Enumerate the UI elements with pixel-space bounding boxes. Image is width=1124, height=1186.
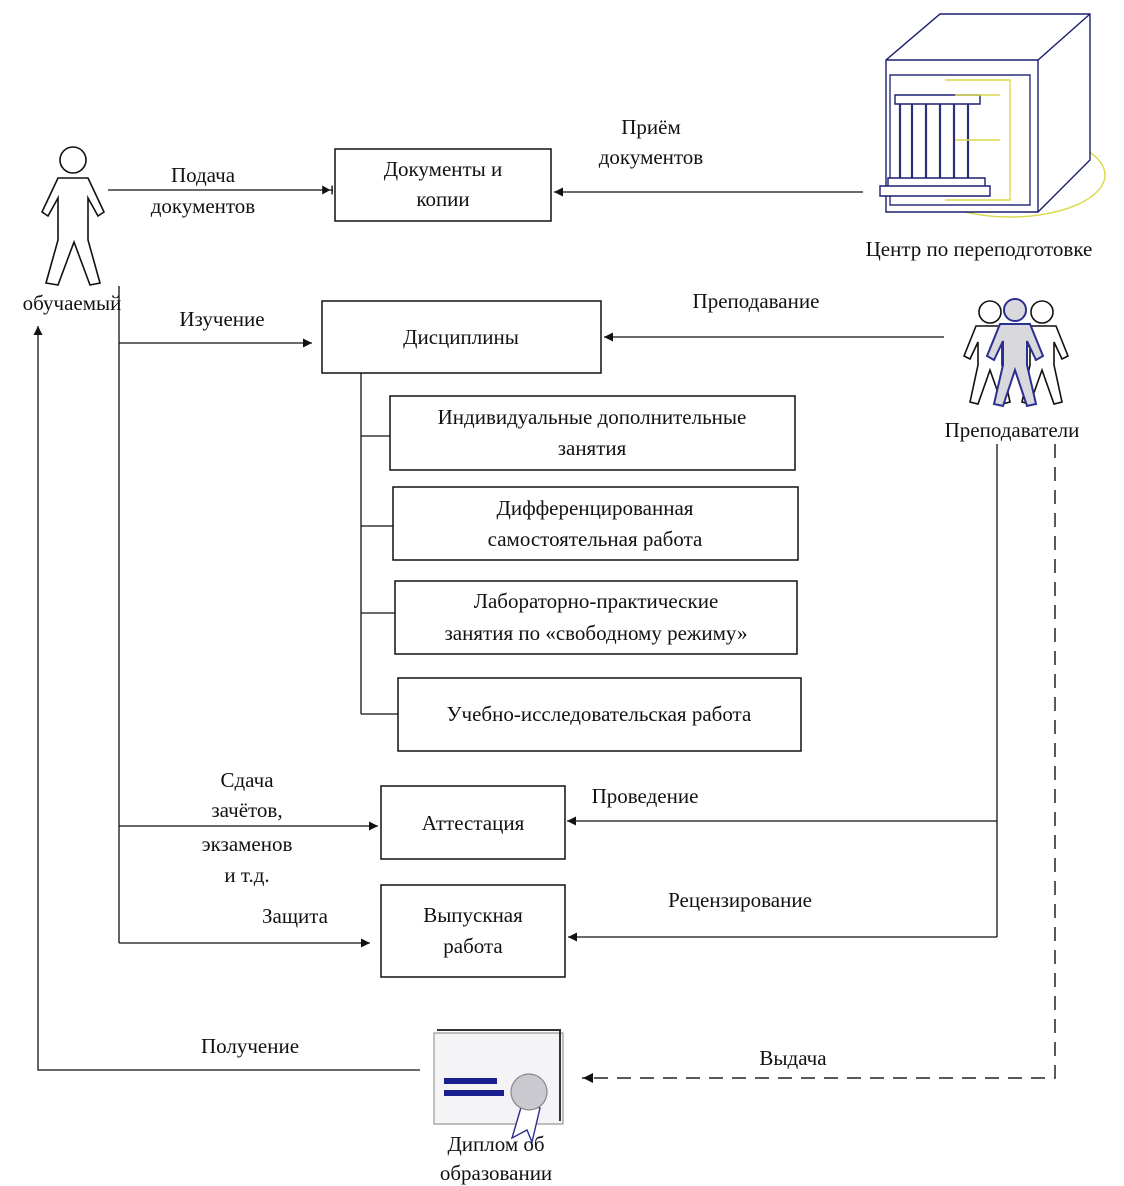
svg-text:занятия: занятия (558, 436, 627, 460)
diploma-label-line1: Диплом об (447, 1132, 544, 1156)
label-conducting: Проведение (592, 784, 699, 808)
label-submit-line1: Подача (171, 163, 236, 187)
center-label: Центр по переподготовке (866, 237, 1093, 261)
svg-text:Документы и: Документы и (384, 157, 503, 181)
sub-box-laboratory: Лабораторно-практические занятия по «сво… (394, 580, 798, 655)
svg-text:Дифференцированная: Дифференцированная (497, 496, 694, 520)
svg-text:Дисциплины: Дисциплины (403, 325, 519, 349)
label-receive-line2: документов (599, 145, 704, 169)
svg-text:занятия по «свободному режиму»: занятия по «свободному режиму» (445, 621, 748, 645)
label-review: Рецензирование (668, 888, 812, 912)
diploma-label-line2: образовании (440, 1161, 552, 1185)
svg-text:Лабораторно-практические: Лабораторно-практические (474, 589, 719, 613)
dashed-issue-line (582, 444, 1056, 1079)
label-exams-line2: зачётов, (211, 798, 282, 822)
teachers-label: Преподаватели (945, 418, 1080, 442)
student-figure-icon (40, 146, 106, 286)
label-issue: Выдача (759, 1046, 827, 1070)
label-study: Изучение (179, 307, 264, 331)
disciplines-box: Дисциплины (321, 300, 602, 374)
arrow-obtain (33, 326, 420, 1071)
teachers-group-icon (962, 298, 1070, 408)
label-submit-line2: документов (151, 194, 256, 218)
label-obtain: Получение (201, 1034, 299, 1058)
svg-text:Индивидуальные дополнительные: Индивидуальные дополнительные (438, 405, 747, 429)
student-label: обучаемый (23, 291, 122, 315)
disciplines-subtree-lines (360, 373, 398, 715)
building-icon (879, 13, 1106, 218)
sub-box-research: Учебно-исследовательская работа (397, 677, 802, 752)
label-receive-line1: Приём (621, 115, 681, 139)
svg-text:Учебно-исследовательская работ: Учебно-исследовательская работа (447, 702, 752, 726)
svg-text:самостоятельная работа: самостоятельная работа (488, 527, 703, 551)
svg-text:Аттестация: Аттестация (422, 811, 525, 835)
sub-box-individual: Индивидуальные дополнительные занятия (389, 395, 796, 471)
svg-text:работа: работа (443, 934, 503, 958)
documents-box: Документы и копии (334, 148, 552, 222)
sub-box-differentiated: Дифференцированная самостоятельная работ… (392, 486, 799, 561)
arrow-issue-head (583, 1073, 593, 1083)
label-exams-line3: экзаменов (202, 832, 293, 856)
label-defense: Защита (262, 904, 329, 928)
label-teaching: Преподавание (693, 289, 820, 313)
thesis-box: Выпускная работа (380, 884, 566, 978)
label-exams-line4: и т.д. (224, 863, 269, 887)
diploma-icon (433, 1029, 564, 1145)
svg-text:копии: копии (416, 187, 469, 211)
label-exams-line1: Сдача (220, 768, 274, 792)
attestation-box: Аттестация (380, 785, 566, 860)
svg-text:Выпускная: Выпускная (423, 903, 523, 927)
